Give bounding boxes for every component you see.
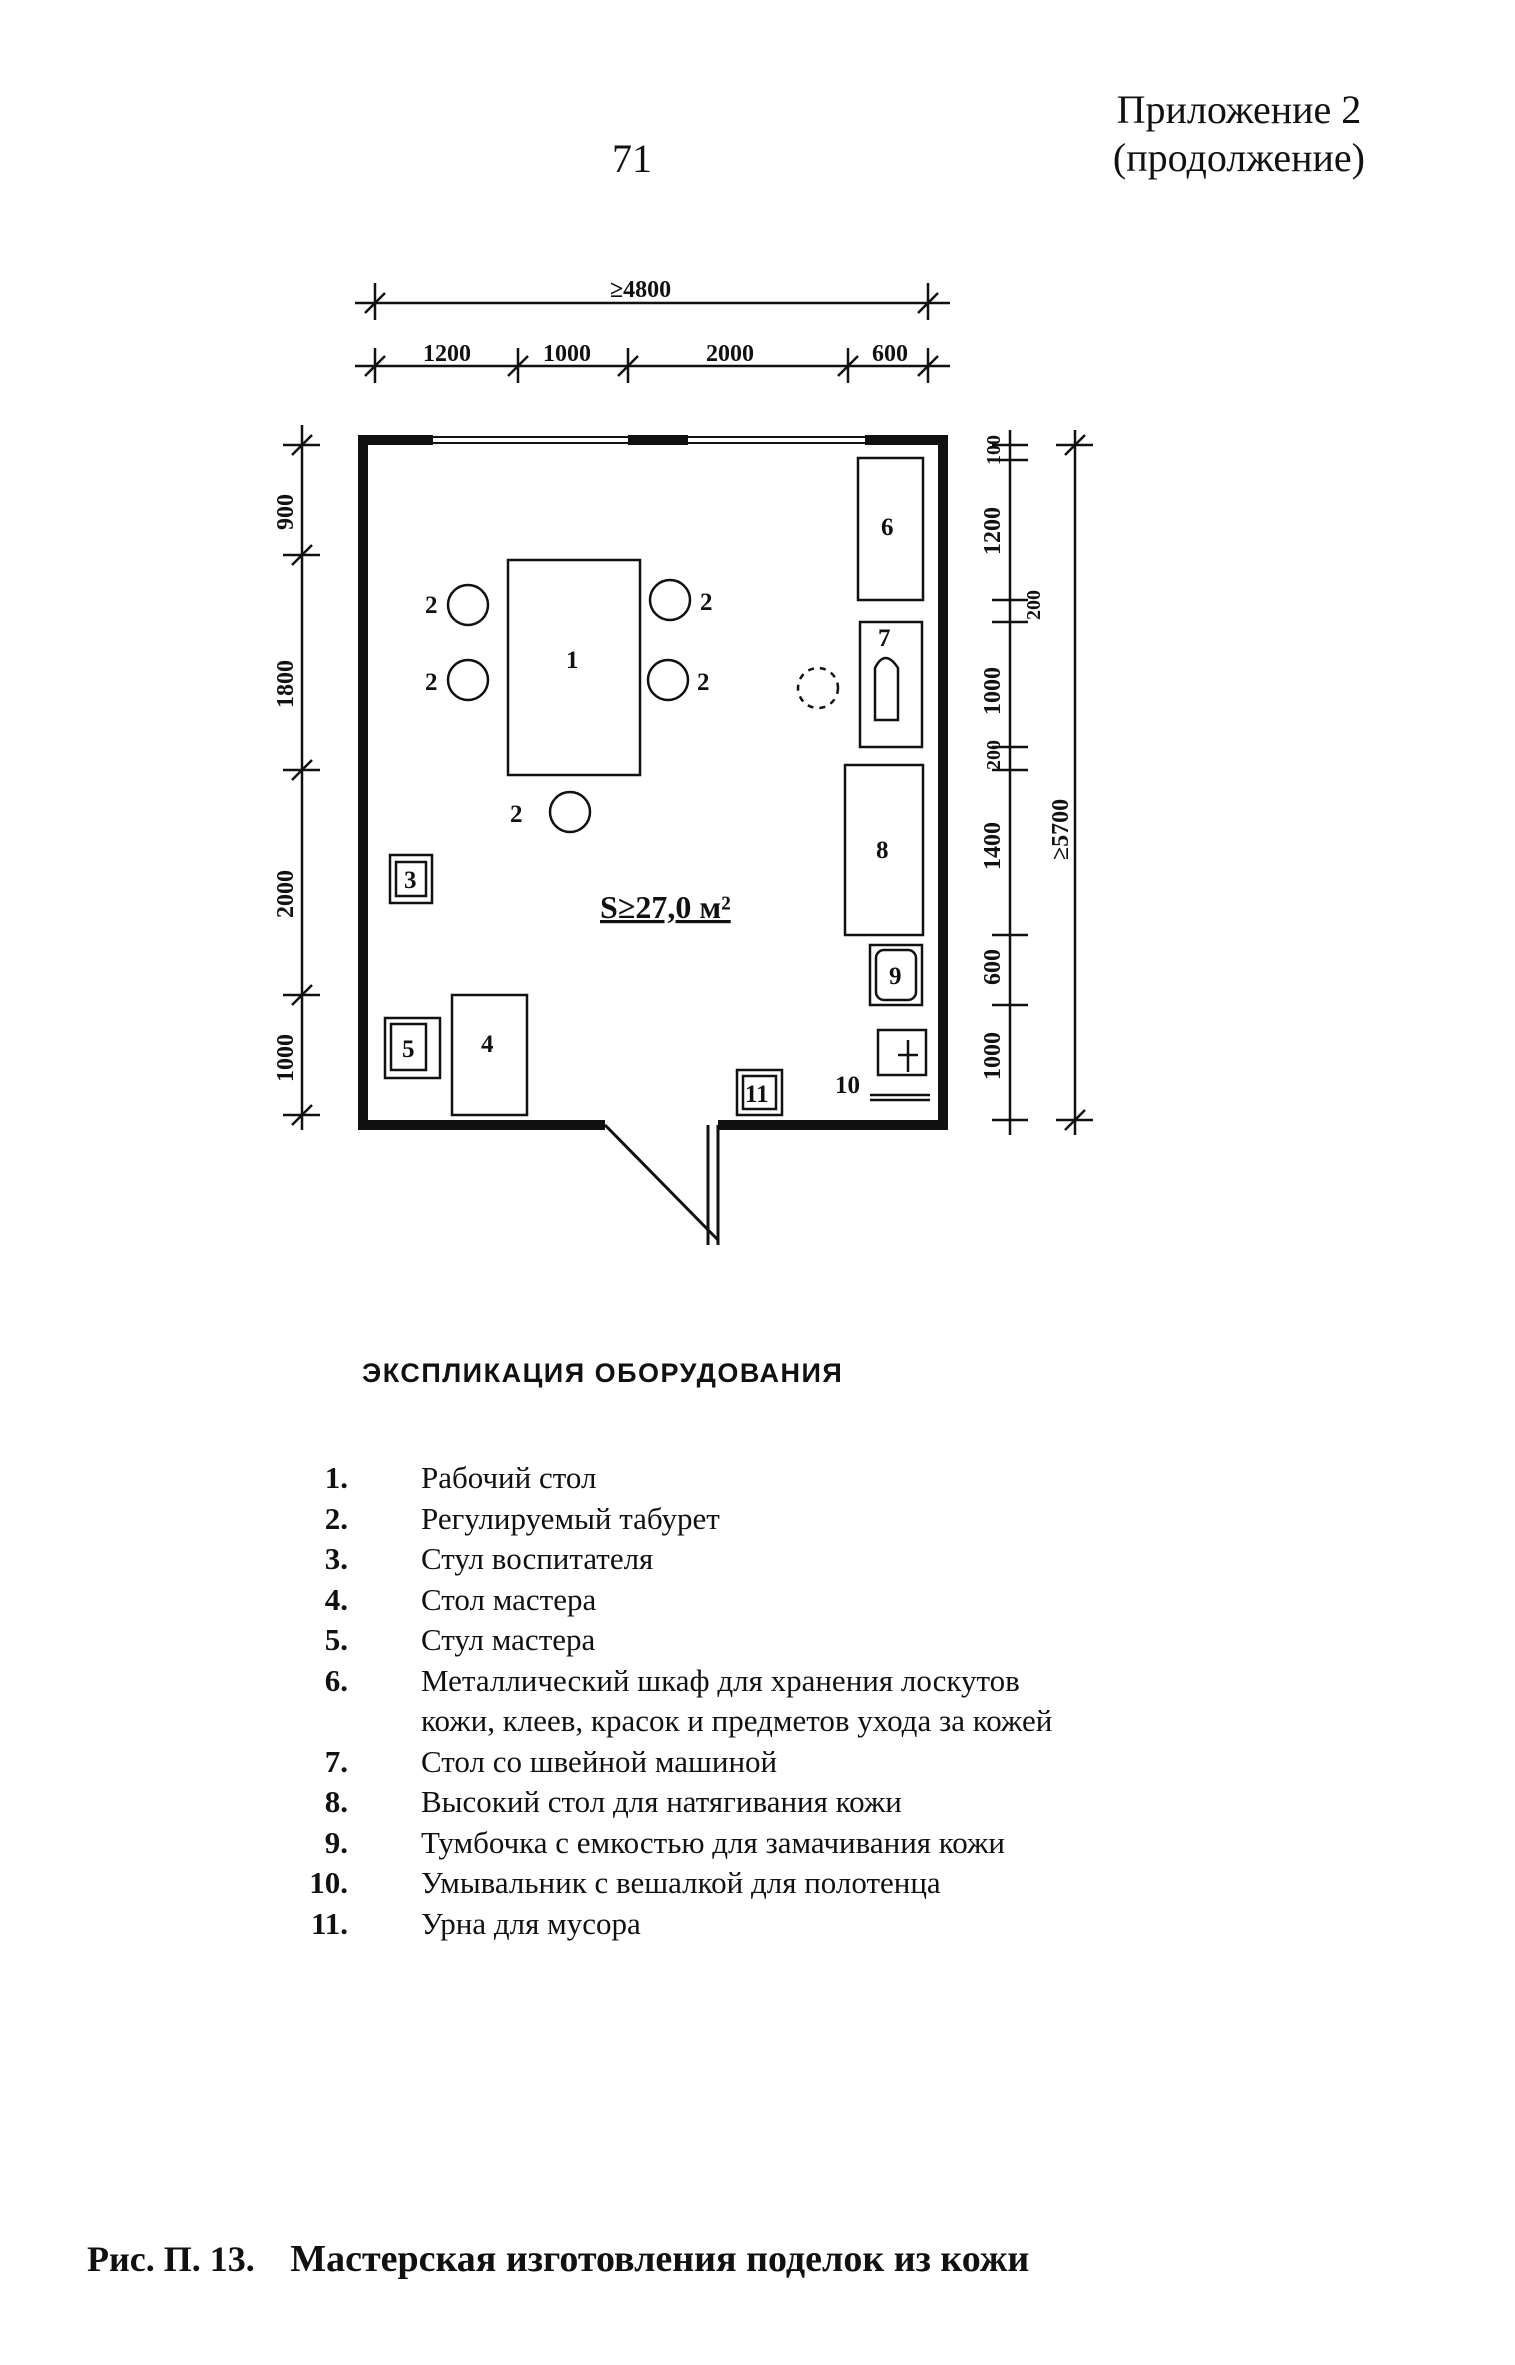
work-table-shape <box>506 558 642 777</box>
dim-top-4: 600 <box>872 341 908 367</box>
dim-right-8: 1000 <box>980 1032 1006 1080</box>
walls <box>358 435 948 1245</box>
list-item: 3.Стул воспитателя <box>324 1541 654 1576</box>
floor-plan: ≥4800 1200 1000 2000 600 900 1800 2000 1… <box>273 277 1093 1245</box>
dimension-lines <box>283 283 1093 1135</box>
dim-top-1: 1200 <box>423 341 471 367</box>
explication-title: ЭКСПЛИКАЦИЯ ОБОРУДОВАНИЯ <box>362 1358 844 1388</box>
explication-list: 1.Рабочий стол 2.Регулируемый табурет 3.… <box>300 1458 1200 1944</box>
marker-6: 6 <box>881 514 894 541</box>
marker-11: 11 <box>745 1081 769 1108</box>
list-item: 4.Стол мастера <box>324 1581 597 1617</box>
list-item: 9.Тумбочка с емкостью для замачивания ко… <box>324 1824 1006 1860</box>
room-area: S≥27,0 м² <box>600 889 731 925</box>
appendix-continued: (продолжение) <box>1112 135 1365 180</box>
list-item: 10.Умывальник с вешалкой для полотенца <box>309 1865 941 1900</box>
dim-top-3: 2000 <box>706 341 754 367</box>
dim-left-1: 900 <box>273 494 299 530</box>
dim-left-4: 1000 <box>273 1034 299 1082</box>
dim-right-6: 1400 <box>980 822 1006 870</box>
marker-4: 4 <box>481 1031 494 1058</box>
figure-caption: Рис. П. 13. Мастерская изготовления поде… <box>87 2237 1029 2281</box>
marker-2c: 2 <box>700 589 713 616</box>
dimension-labels: ≥4800 1200 1000 2000 600 900 1800 2000 1… <box>273 277 1074 1082</box>
dim-overall-width: ≥4800 <box>610 277 671 303</box>
marker-8: 8 <box>876 837 889 864</box>
marker-2a: 2 <box>425 592 438 619</box>
figure-title: Мастерская изготовления поделок из кожи <box>290 2238 1030 2280</box>
marker-10: 10 <box>835 1072 860 1099</box>
marker-7: 7 <box>878 625 891 652</box>
dim-right-2: 1200 <box>980 507 1006 555</box>
dim-right-7: 600 <box>980 949 1006 985</box>
dim-left-3: 2000 <box>273 870 299 918</box>
marker-2e: 2 <box>510 801 523 828</box>
list-item: 6.Металлический шкаф для хранения лоскут… <box>324 1662 1053 1739</box>
list-item: 7.Стол со швейной машиной <box>324 1743 778 1779</box>
marker-1: 1 <box>566 647 579 674</box>
list-item: 1.Рабочий стол <box>324 1460 597 1495</box>
dim-top-2: 1000 <box>543 341 591 367</box>
list-item: 5.Стул мастера <box>324 1622 596 1657</box>
equipment-markers: 1 2 2 2 2 2 3 4 5 6 7 8 9 10 11 <box>402 514 902 1108</box>
dim-right-1: 100 <box>983 435 1005 465</box>
marker-3: 3 <box>404 867 417 894</box>
dim-overall-depth: ≥5700 <box>1048 799 1074 860</box>
appendix-label: Приложение 2 <box>1116 87 1362 132</box>
marker-5: 5 <box>402 1036 415 1063</box>
marker-2d: 2 <box>697 669 710 696</box>
appendix-header: Приложение 2 (продолжение) <box>1113 86 1365 182</box>
dim-left-2: 1800 <box>273 660 299 708</box>
door <box>603 1123 720 1245</box>
equipment <box>383 456 930 1117</box>
list-item: 8.Высокий стол для натягивания кожи <box>324 1784 902 1819</box>
list-item: 11.Урна для мусора <box>310 1905 641 1941</box>
dim-right-4: 1000 <box>980 667 1006 715</box>
marker-9: 9 <box>889 963 902 990</box>
dim-right-5: 200 <box>983 740 1005 770</box>
page-number: 71 <box>612 136 652 181</box>
marker-2b: 2 <box>425 669 438 696</box>
list-item: 2.Регулируемый табурет <box>324 1500 720 1536</box>
dim-right-3: 200 <box>1023 590 1045 620</box>
figure-label: Рис. П. 13. <box>87 2239 255 2279</box>
